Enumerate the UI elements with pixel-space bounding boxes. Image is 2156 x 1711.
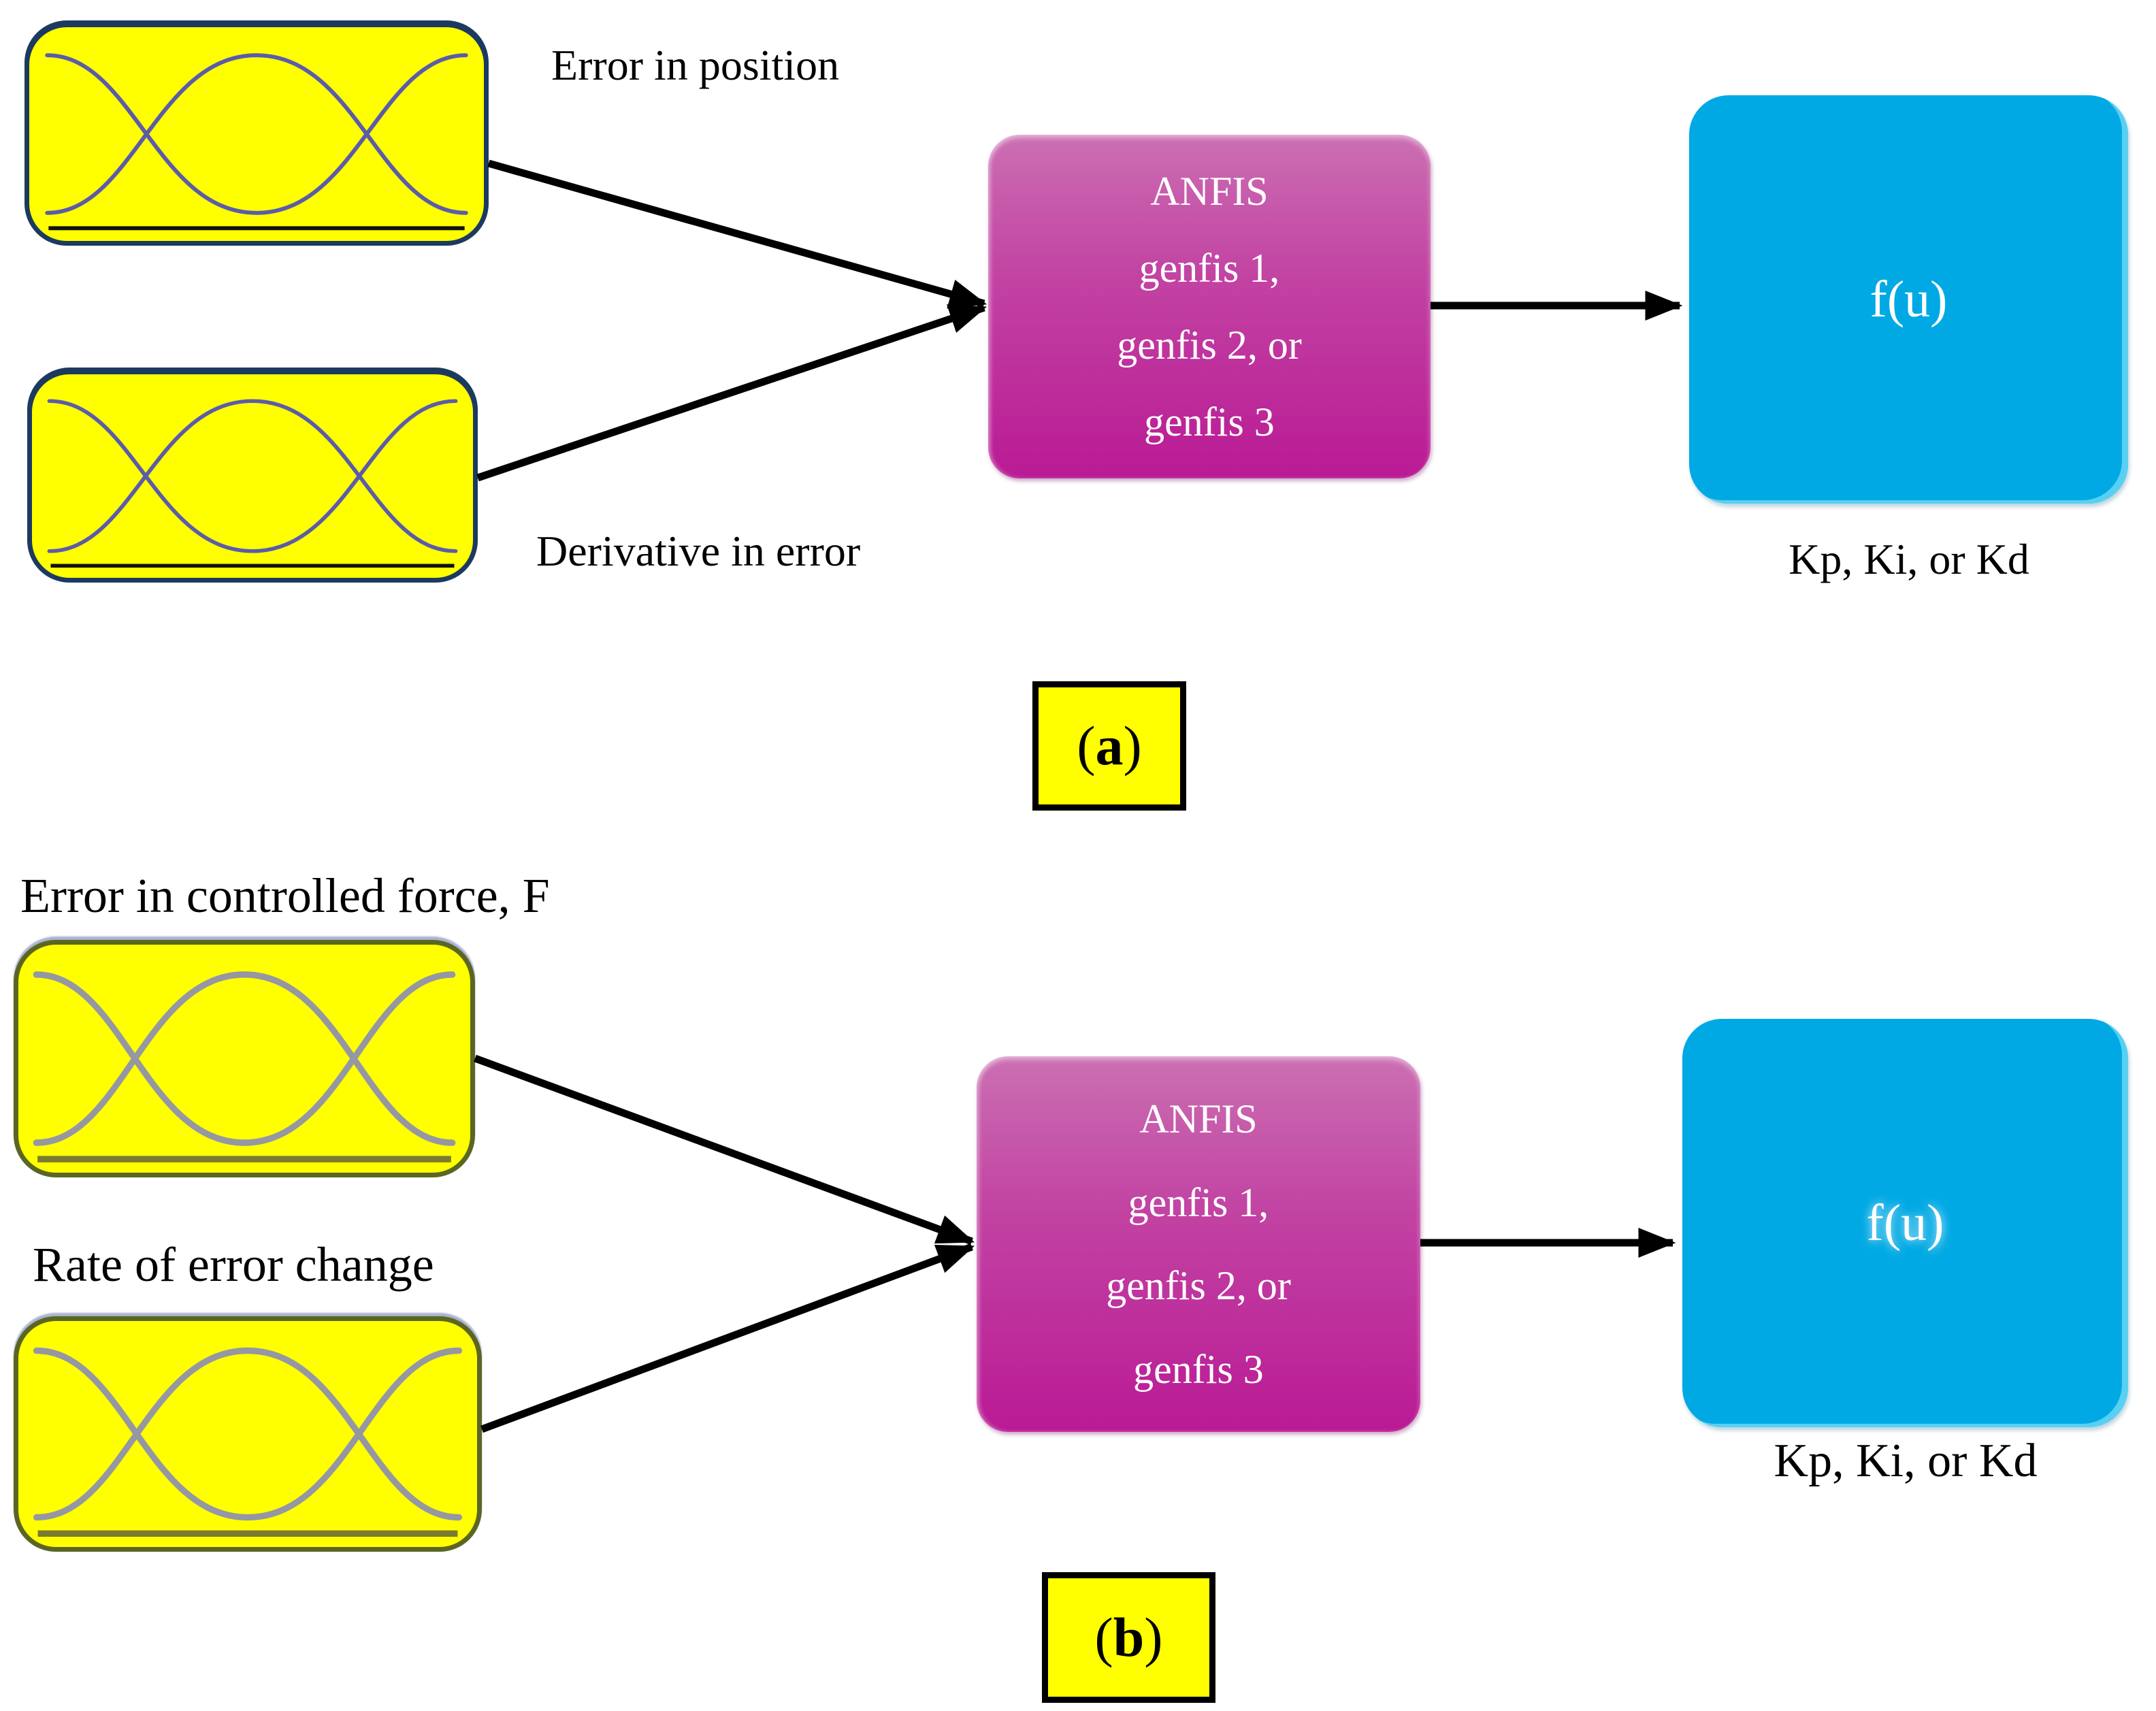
label-error-in-controlled-force: Error in controlled force, F xyxy=(20,868,550,923)
label-rate-of-error-change: Rate of error change xyxy=(33,1237,434,1292)
fu-box-a: f(u) xyxy=(1689,95,2128,504)
caption-box-b: (b) xyxy=(1042,1572,1215,1703)
label-kp-ki-kd-b: Kp, Ki, or Kd xyxy=(1774,1435,2038,1487)
mf-box-error-in-position xyxy=(24,22,489,246)
anfis-line: ANFIS xyxy=(1139,1096,1258,1142)
arrow-b-input2 xyxy=(480,1243,975,1433)
label-derivative-in-error: Derivative in error xyxy=(536,527,861,575)
mf-box-derivative-in-error xyxy=(27,370,478,583)
fu-box-b: f(u) xyxy=(1682,1019,2128,1427)
anfis-line: genfis 3 xyxy=(1144,400,1275,444)
membership-curves-icon xyxy=(45,53,468,231)
caption-paren-open: ( xyxy=(1077,715,1096,777)
caption-paren-close: ) xyxy=(1123,715,1142,777)
arrow-a-input1 xyxy=(487,159,987,309)
membership-curves-icon xyxy=(47,399,458,568)
anfis-line: genfis 1, xyxy=(1139,246,1280,291)
anfis-line: ANFIS xyxy=(1150,169,1269,214)
caption-box-a: (a) xyxy=(1032,681,1186,811)
fu-label: f(u) xyxy=(1866,1194,1944,1252)
anfis-line: genfis 2, or xyxy=(1117,323,1302,368)
mf-box-rate-of-error-change xyxy=(14,1316,482,1552)
anfis-line: genfis 1, xyxy=(1128,1179,1269,1225)
caption-paren-open: ( xyxy=(1094,1606,1113,1668)
anfis-line: genfis 2, or xyxy=(1106,1263,1291,1309)
caption-letter-b: b xyxy=(1113,1606,1145,1668)
caption-paren-close: ) xyxy=(1144,1606,1163,1668)
membership-curves-icon xyxy=(33,1347,463,1537)
label-error-in-position: Error in position xyxy=(551,41,840,89)
mf-box-error-in-controlled-force xyxy=(14,940,475,1177)
anfis-box-a: ANFIS genfis 1, genfis 2, or genfis 3 xyxy=(988,135,1431,478)
membership-curves-icon xyxy=(33,971,456,1162)
arrow-b-input1 xyxy=(474,1054,975,1245)
arrow-a-input2 xyxy=(476,304,987,482)
caption-letter-a: a xyxy=(1095,715,1124,777)
label-kp-ki-kd-a: Kp, Ki, or Kd xyxy=(1788,535,2029,583)
fu-label: f(u) xyxy=(1869,270,1948,328)
anfis-box-b: ANFIS genfis 1, genfis 2, or genfis 3 xyxy=(977,1056,1420,1432)
anfis-line: genfis 3 xyxy=(1133,1346,1264,1392)
